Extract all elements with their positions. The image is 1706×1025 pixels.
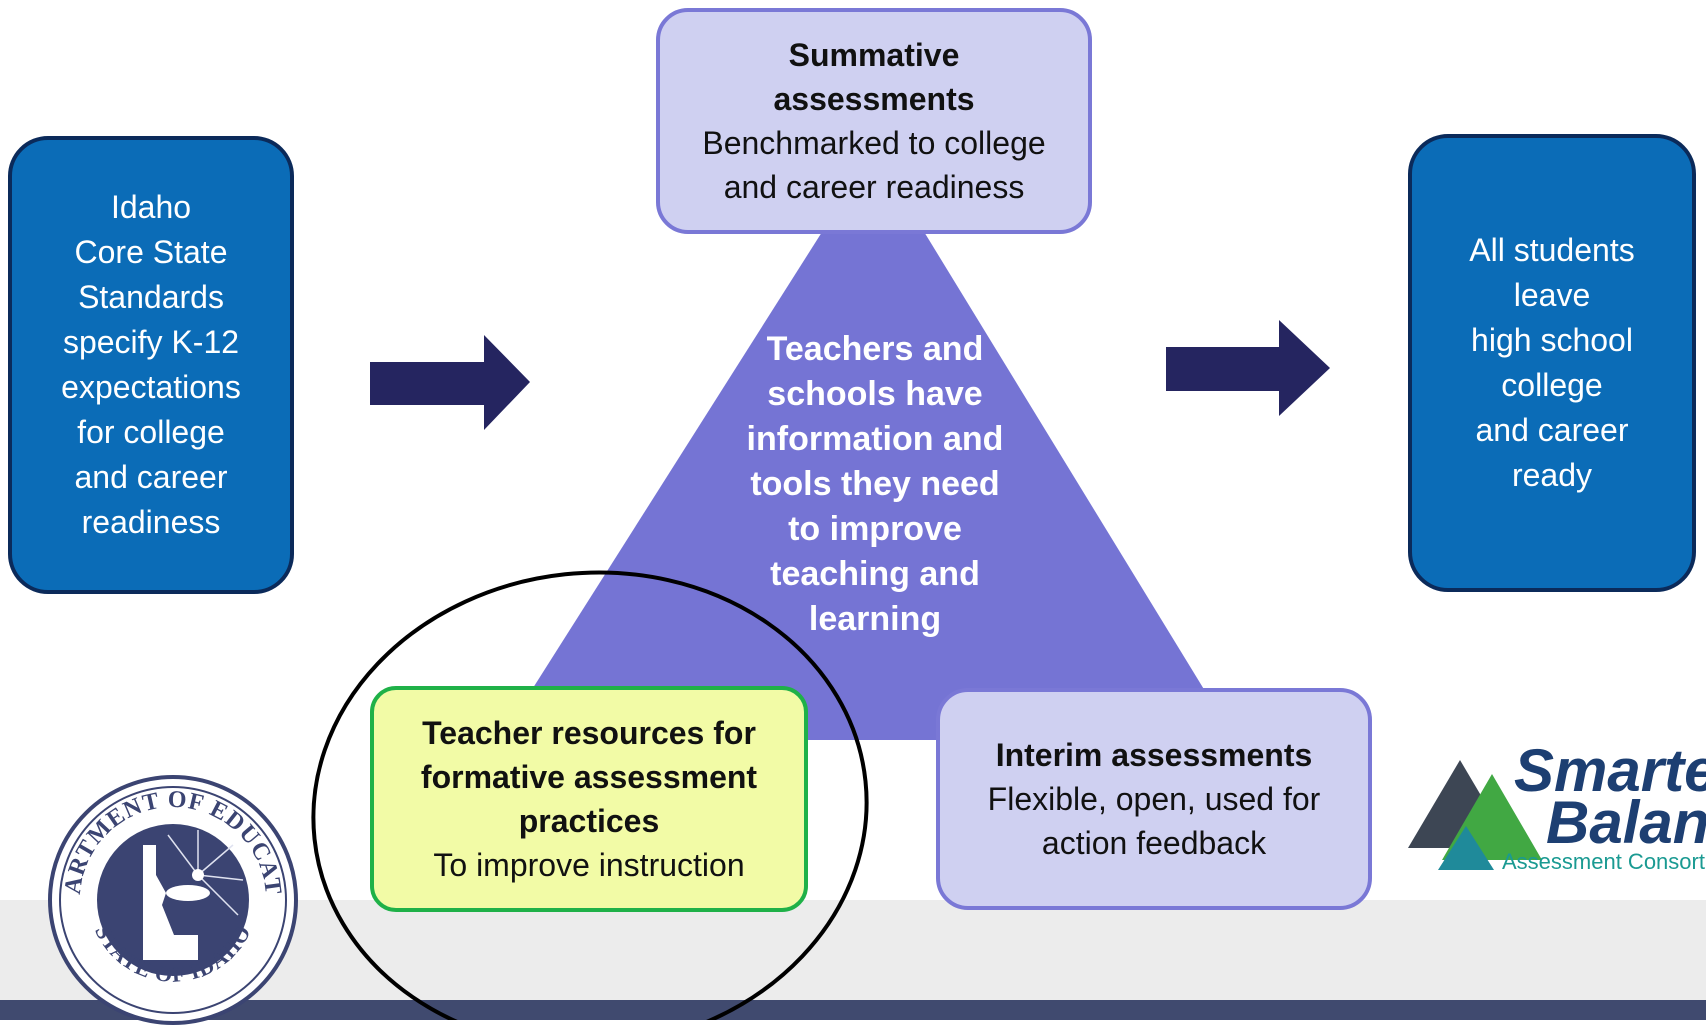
standards-box: Idaho Core State Standards specify K-12 …	[8, 136, 294, 594]
outcome-line: high school	[1471, 322, 1633, 358]
interim-desc: action feedback	[1041, 825, 1267, 861]
interim-box: Interim assessments Flexible, open, used…	[936, 688, 1372, 910]
standards-line: expectations	[61, 369, 241, 405]
interim-title: Interim assessments	[995, 737, 1313, 773]
logo-line-1: Smarter	[1514, 740, 1706, 804]
interim-desc: Flexible, open, used for	[987, 781, 1321, 817]
triangle-line: tools they need	[750, 465, 1000, 503]
outcome-line: All students	[1469, 232, 1635, 268]
standards-line: readiness	[81, 504, 221, 540]
triangle-line: Teachers and	[766, 330, 984, 368]
teacher-resources-desc: To improve instruction	[433, 847, 745, 883]
outcome-line: leave	[1513, 277, 1591, 313]
standards-line: for college	[77, 414, 225, 450]
standards-line: Core State	[74, 234, 228, 270]
summative-title: assessments	[773, 81, 975, 117]
seal-sunburst	[167, 830, 244, 916]
triangle-line: to improve	[788, 510, 962, 548]
teacher-resources-box: Teacher resources for formative assessme…	[370, 686, 808, 912]
outcome-line: and career	[1475, 412, 1629, 448]
standards-line: and career	[74, 459, 228, 495]
logo-line-2: Balanced	[1546, 789, 1706, 856]
standards-line: specify K-12	[62, 324, 240, 360]
teacher-resources-title: formative assessment	[420, 759, 758, 795]
triangle-line: schools have	[767, 375, 983, 413]
smarter-balanced-logo: Smarter Balanced Assessment Consortium	[1408, 740, 1706, 880]
standards-line: Idaho	[110, 189, 192, 225]
summative-desc: and career readiness	[723, 169, 1025, 205]
standards-line: Standards	[78, 279, 224, 315]
triangle-line: information and	[746, 420, 1004, 458]
right-arrow-icon-2	[1166, 320, 1330, 416]
summative-desc: Benchmarked to college	[702, 125, 1046, 161]
triangle-line: learning	[808, 600, 942, 638]
summative-title: Summative	[788, 37, 960, 73]
triangle-line: teaching and	[770, 555, 980, 593]
outcome-box: All students leave high school college a…	[1408, 134, 1696, 592]
logo-triangles-icon	[1408, 760, 1542, 870]
seal-lamp	[166, 885, 210, 901]
triangle-center-text: Teachers and schools have information an…	[700, 327, 1050, 642]
teacher-resources-title: practices	[518, 803, 660, 839]
seal-idaho-shape	[143, 845, 198, 960]
department-seal-icon: DEPARTMENT OF EDUCATION STATE OF IDAHO	[48, 775, 298, 1025]
logo-line-3: Assessment Consortium	[1502, 849, 1706, 874]
outcome-line: college	[1501, 367, 1603, 403]
outcome-line: ready	[1511, 457, 1593, 493]
center-triangle	[500, 150, 1235, 740]
summative-box: Summative assessments Benchmarked to col…	[656, 8, 1092, 234]
teacher-resources-title: Teacher resources for	[422, 715, 756, 751]
right-arrow-icon	[370, 335, 530, 430]
